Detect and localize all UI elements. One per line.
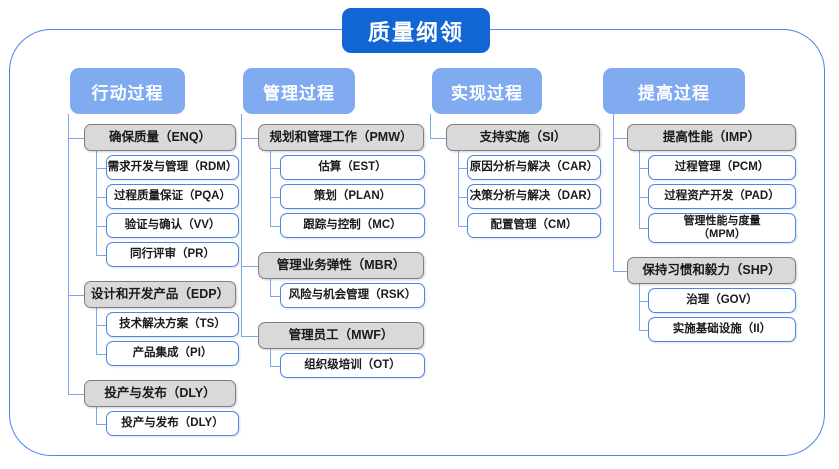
leaf-line: 管理性能与度量 <box>683 215 761 228</box>
connector-subtrunk-to-leaf <box>458 226 467 227</box>
group-parent-2-1[interactable]: 规划和管理工作（PMW） <box>258 124 424 151</box>
leaf-4-1-1[interactable]: 过程管理（PCM） <box>648 155 796 180</box>
leaf-4-1-2[interactable]: 过程资产开发（PAD） <box>648 184 796 209</box>
connector-column-trunk <box>613 114 614 271</box>
connector-subtrunk-to-leaf <box>458 168 467 169</box>
connector-subtrunk <box>639 284 640 330</box>
leaf-2-1-2[interactable]: 策划（PLAN） <box>280 184 425 209</box>
connector-subtrunk <box>96 308 97 354</box>
connector-subtrunk-to-leaf <box>270 168 280 169</box>
leaf-2-1-3[interactable]: 跟踪与控制（MC） <box>280 213 425 238</box>
connector-subtrunk-to-leaf <box>458 197 467 198</box>
connector-subtrunk-to-leaf <box>96 197 106 198</box>
connector-trunk-to-parent <box>241 266 258 267</box>
connector-subtrunk <box>96 151 97 255</box>
connector-subtrunk-to-leaf <box>639 168 648 169</box>
leaf-line: （MPM） <box>698 228 746 240</box>
connector-subtrunk-to-leaf <box>639 228 648 229</box>
connector-column-trunk <box>68 114 69 394</box>
connector-trunk-to-parent <box>241 138 258 139</box>
leaf-1-3-1[interactable]: 投产与发布（DLY） <box>106 411 239 436</box>
connector-trunk-to-parent <box>68 394 84 395</box>
connector-trunk-to-parent <box>68 138 84 139</box>
root-title: 质量纲领 <box>342 8 490 53</box>
connector-column-trunk <box>241 114 242 336</box>
connector-subtrunk-to-leaf <box>96 325 106 326</box>
leaf-2-2-1[interactable]: 风险与机会管理（RSK） <box>280 283 425 308</box>
group-parent-1-2[interactable]: 设计和开发产品（EDP） <box>84 281 236 308</box>
group-parent-3-1[interactable]: 支持实施（SI） <box>446 124 600 151</box>
column-header-3: 实现过程 <box>432 68 542 114</box>
leaf-1-2-1[interactable]: 技术解决方案（TS） <box>106 312 239 337</box>
column-header-4: 提高过程 <box>603 68 745 114</box>
connector-trunk-to-parent <box>613 138 627 139</box>
connector-subtrunk-to-leaf <box>96 226 106 227</box>
leaf-1-1-2[interactable]: 过程质量保证（PQA） <box>106 184 239 209</box>
connector-subtrunk-to-leaf <box>96 354 106 355</box>
group-parent-2-3[interactable]: 管理员工（MWF） <box>258 322 424 349</box>
leaf-1-1-3[interactable]: 验证与确认（VV） <box>106 213 239 238</box>
connector-subtrunk-to-leaf <box>96 168 106 169</box>
connector-subtrunk-to-leaf <box>270 366 280 367</box>
connector-subtrunk-to-leaf <box>270 226 280 227</box>
connector-trunk-to-parent <box>68 295 84 296</box>
connector-subtrunk <box>96 407 97 424</box>
group-parent-4-1[interactable]: 提高性能（IMP） <box>627 124 796 151</box>
group-parent-1-1[interactable]: 确保质量（ENQ） <box>84 124 236 151</box>
connector-subtrunk-to-leaf <box>270 197 280 198</box>
group-parent-4-2[interactable]: 保持习惯和毅力（SHP） <box>627 257 796 284</box>
group-parent-2-2[interactable]: 管理业务弹性（MBR） <box>258 252 424 279</box>
leaf-4-1-3[interactable]: 管理性能与度量（MPM） <box>648 213 796 243</box>
leaf-3-1-2[interactable]: 决策分析与解决（DAR） <box>467 184 601 209</box>
leaf-4-2-1[interactable]: 治理（GOV） <box>648 288 796 313</box>
connector-trunk-to-parent <box>613 271 627 272</box>
column-header-2: 管理过程 <box>243 68 355 114</box>
connector-subtrunk-to-leaf <box>270 296 280 297</box>
connector-column-trunk <box>430 114 431 138</box>
column-header-1: 行动过程 <box>70 68 185 114</box>
connector-trunk-to-parent <box>241 336 258 337</box>
leaf-3-1-1[interactable]: 原因分析与解决（CAR） <box>467 155 601 180</box>
leaf-1-1-1[interactable]: 需求开发与管理（RDM） <box>106 155 239 180</box>
connector-subtrunk <box>270 151 271 226</box>
connector-trunk-to-parent <box>430 138 446 139</box>
leaf-1-2-2[interactable]: 产品集成（PI） <box>106 341 239 366</box>
leaf-2-3-1[interactable]: 组织级培训（OT） <box>280 353 425 378</box>
connector-subtrunk-to-leaf <box>639 197 648 198</box>
connector-subtrunk <box>270 349 271 366</box>
leaf-1-1-4[interactable]: 同行评审（PR） <box>106 242 239 267</box>
connector-subtrunk <box>458 151 459 226</box>
leaf-2-1-1[interactable]: 估算（EST） <box>280 155 425 180</box>
connector-subtrunk-to-leaf <box>96 424 106 425</box>
connector-subtrunk-to-leaf <box>96 255 106 256</box>
group-parent-1-3[interactable]: 投产与发布（DLY） <box>84 380 236 407</box>
connector-subtrunk <box>639 151 640 228</box>
connector-subtrunk <box>270 279 271 296</box>
leaf-4-2-2[interactable]: 实施基础设施（II） <box>648 317 796 342</box>
leaf-3-1-3[interactable]: 配置管理（CM） <box>467 213 601 238</box>
connector-subtrunk-to-leaf <box>639 301 648 302</box>
connector-subtrunk-to-leaf <box>639 330 648 331</box>
